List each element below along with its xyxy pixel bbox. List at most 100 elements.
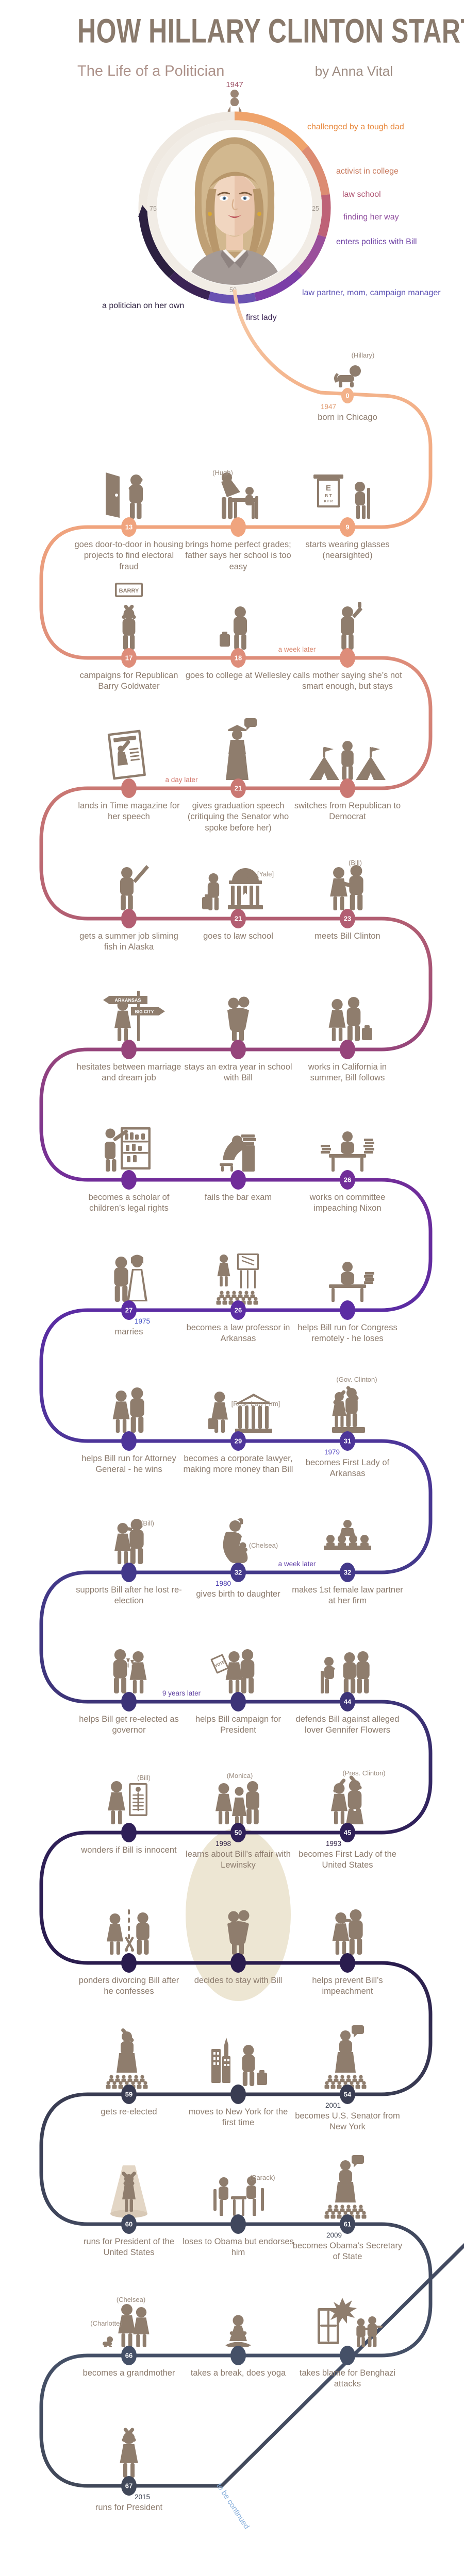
- timeline-node: [121, 1563, 137, 1582]
- inauguration-icon: [331, 1775, 363, 1824]
- svg-text:9 years later: 9 years later: [162, 1689, 201, 1697]
- timeline-node: 9: [340, 517, 355, 537]
- timeline-node: [121, 1040, 137, 1059]
- timeline-node: 61: [340, 2214, 355, 2234]
- svg-text:1998: 1998: [216, 1840, 231, 1848]
- infant-icon: [227, 90, 242, 113]
- svg-text:2015: 2015: [135, 2493, 150, 2501]
- couple-close-icon: [114, 1519, 144, 1564]
- svg-text:21: 21: [235, 915, 242, 923]
- svg-text:13: 13: [125, 523, 132, 531]
- speech-podium-icon: [324, 2155, 367, 2219]
- timeline-node: 67: [121, 2476, 137, 2496]
- svg-text:21: 21: [235, 785, 242, 792]
- hug-couple-icon: [227, 996, 250, 1041]
- timeline-node: [230, 1040, 246, 1059]
- svg-text:32: 32: [344, 1569, 351, 1577]
- life-path: [39, 289, 464, 2488]
- sign-person-icon: BARRY: [115, 583, 143, 650]
- arm-couple-icon: [332, 1909, 363, 1955]
- svg-text:1980: 1980: [216, 1580, 231, 1587]
- timeline-node: [121, 1692, 137, 1711]
- timeline-node: [230, 2084, 246, 2104]
- timeline-node: [230, 1953, 246, 1973]
- timeline-node: [230, 2346, 246, 2365]
- timeline-node: [340, 1953, 355, 1973]
- timeline-node: 50: [230, 1823, 246, 1842]
- to-be-continued: to be continued: [215, 2482, 251, 2531]
- timeline-node: [340, 1300, 355, 1320]
- travel-couple-icon: [328, 997, 372, 1041]
- page-subtitle: The Life of a Politician: [77, 63, 225, 79]
- hug-couple-icon: [227, 1910, 250, 1955]
- two-table-icon: [213, 2176, 264, 2216]
- timeline-node: [121, 1823, 137, 1842]
- svg-text:44: 44: [344, 1698, 352, 1706]
- svg-text:a week later: a week later: [278, 1560, 316, 1568]
- timeline-node: 0: [341, 388, 354, 403]
- boardroom-icon: [324, 1520, 371, 1550]
- svg-text:a day later: a day later: [165, 776, 198, 784]
- svg-text:18: 18: [235, 654, 242, 662]
- svg-text:75: 75: [150, 205, 157, 212]
- svg-text:31: 31: [344, 1437, 351, 1445]
- timeline-node: [121, 1170, 137, 1190]
- timeline-node: 44: [340, 1692, 355, 1711]
- svg-text:54: 54: [344, 2091, 352, 2098]
- grad-podium-icon: [226, 718, 257, 780]
- svg-text:ARKANSAS: ARKANSAS: [114, 998, 141, 1003]
- typewriter-desk-icon: [329, 1262, 374, 1302]
- timeline-node: 45: [340, 1823, 355, 1842]
- paper-desk-icon: [321, 1131, 374, 1172]
- timeline-node: [121, 1431, 137, 1451]
- xray-icon: [108, 1781, 147, 1824]
- slump-desk-icon: [220, 1134, 256, 1172]
- nursing-icon: [223, 1518, 248, 1563]
- timeline-node: 23: [340, 909, 355, 928]
- timeline-node: [340, 2346, 355, 2365]
- timeline-node: 26: [340, 1170, 355, 1190]
- svg-text:59: 59: [125, 2091, 132, 2098]
- timeline-node: 13: [121, 517, 137, 537]
- yoga-icon: [225, 2315, 251, 2347]
- header: HOW HILLARY CLINTON STARTED The Life of …: [77, 11, 464, 80]
- svg-text:0: 0: [345, 392, 349, 400]
- svg-text:60: 60: [125, 2221, 132, 2228]
- cheer-one-icon: [120, 2428, 138, 2478]
- timeline-node: 21: [230, 778, 246, 798]
- svg-text:45: 45: [344, 1829, 351, 1837]
- svg-text:K F R: K F R: [324, 500, 333, 503]
- city-move-icon: [211, 2038, 267, 2086]
- svg-text:1975: 1975: [135, 1317, 150, 1325]
- timeline-node: 31: [340, 1431, 355, 1451]
- timeline-node: 21: [230, 909, 246, 928]
- timeline-node: 26: [230, 1300, 246, 1320]
- timeline-node: 60: [121, 2214, 137, 2234]
- couple-icon: [112, 1387, 144, 1433]
- trio-icon: [216, 1781, 260, 1824]
- speech-podium-icon: [324, 2025, 367, 2089]
- page-title: HOW HILLARY CLINTON STARTED: [77, 12, 464, 50]
- grandmother-icon: [103, 2304, 150, 2347]
- timeline-node: [230, 517, 246, 537]
- timeline-node: 32: [230, 1563, 246, 1582]
- phone-person-icon: [340, 602, 362, 650]
- svg-text:1947: 1947: [321, 403, 336, 411]
- timeline-node: [121, 1953, 137, 1973]
- svg-text:50: 50: [235, 1829, 242, 1837]
- svg-text:32: 32: [235, 1569, 242, 1577]
- svg-text:67: 67: [125, 2482, 132, 2490]
- svg-text:29: 29: [235, 1437, 242, 1445]
- svg-text:E: E: [326, 484, 331, 493]
- timeline-node: [121, 909, 137, 928]
- svg-text:17: 17: [125, 654, 132, 662]
- svg-text:26: 26: [235, 1307, 242, 1314]
- vote-couple-icon: VOTE: [210, 1649, 255, 1693]
- suitcase-person-icon: [220, 606, 247, 650]
- timeline-node: [340, 648, 355, 668]
- svg-text:BARRY: BARRY: [119, 588, 139, 594]
- timeline-node: [230, 1692, 246, 1711]
